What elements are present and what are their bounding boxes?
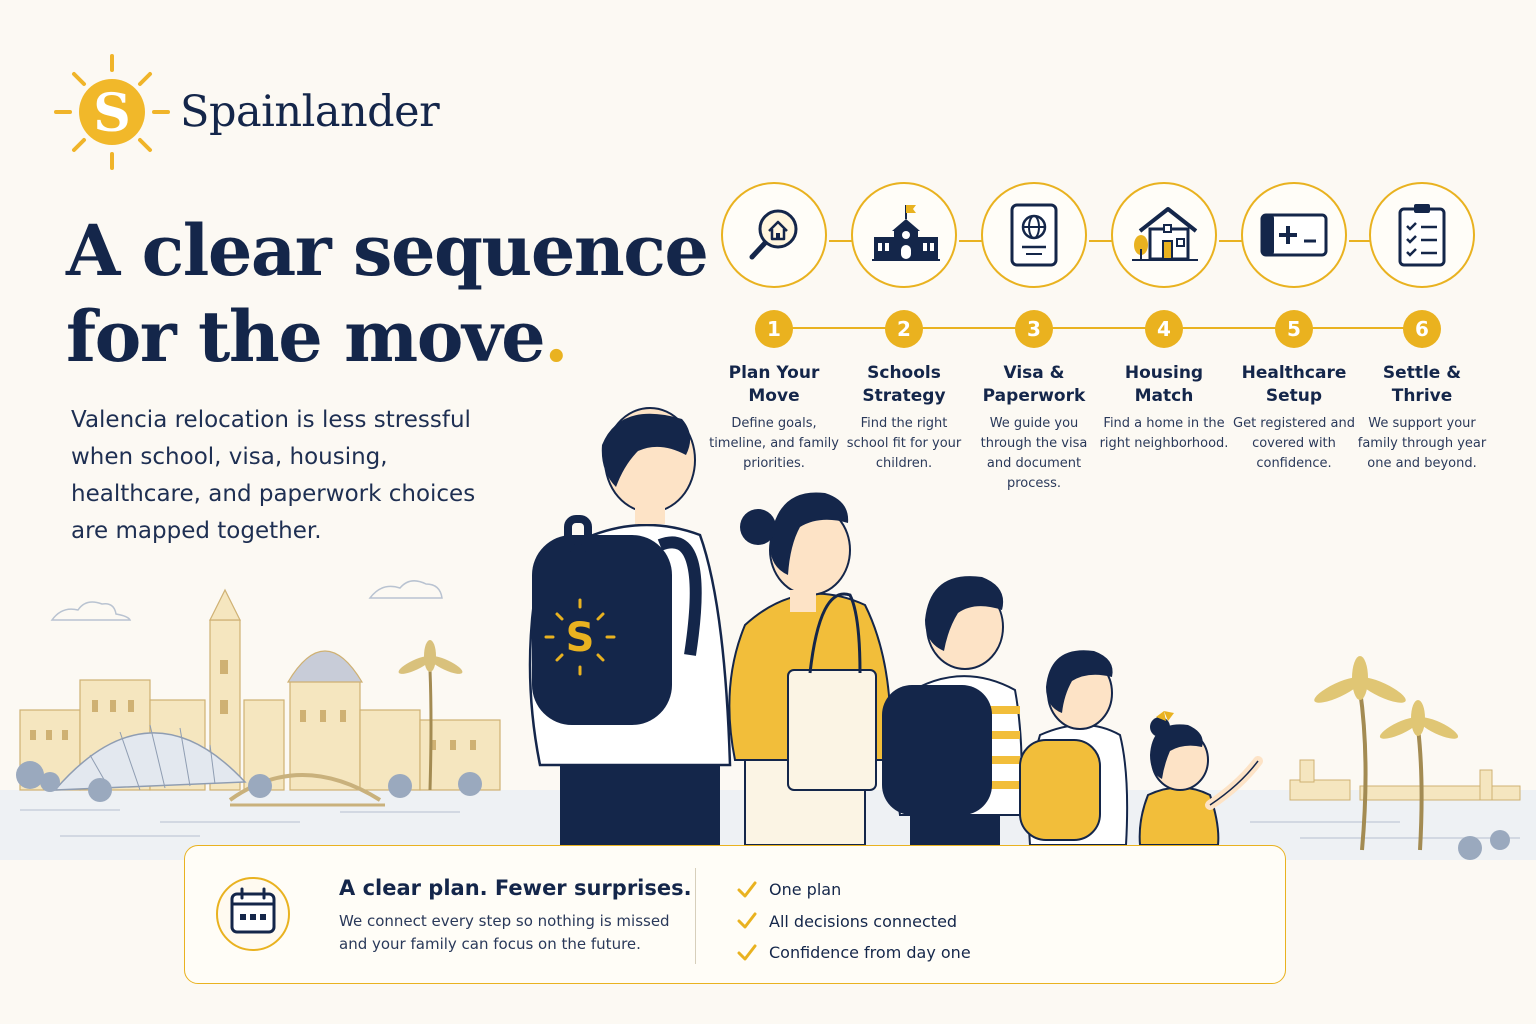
step-6-icon-circle	[1369, 182, 1475, 288]
list-item-text: One plan	[769, 880, 842, 900]
icon-connector	[1219, 240, 1247, 242]
check-icon	[737, 944, 757, 961]
home-icon	[1132, 207, 1198, 261]
sun-logo-icon: S	[54, 54, 170, 170]
headline-line-2-text: for the move	[66, 295, 546, 378]
step-2-title: Schools Strategy	[862, 363, 946, 406]
step-1-desc: Define goals, timeline, and family prior…	[709, 416, 839, 471]
step-4: 4 Housing Match Find a home in the right…	[1099, 180, 1229, 454]
icon-connector	[1089, 240, 1117, 242]
check-icon	[737, 912, 757, 929]
brand-logo: S Spainlander	[54, 52, 440, 172]
step-3-title: Visa & Paperwork	[982, 363, 1086, 406]
summary-card: A clear plan. Fewer surprises. We connec…	[184, 845, 1286, 984]
step-2-desc: Find the right school fit for your child…	[846, 416, 962, 471]
list-item: One plan	[737, 874, 971, 906]
mother-figure	[728, 492, 892, 846]
family-illustration: S	[528, 407, 1263, 846]
number-connector	[774, 327, 1422, 329]
card-divider	[695, 868, 696, 964]
card-checklist: One plan All decisions connected Confide…	[737, 874, 971, 969]
backpack-logo-letter: S	[566, 615, 595, 661]
list-item: All decisions connected	[737, 906, 971, 938]
page-headline: A clear sequence for the move.	[66, 208, 709, 380]
headline-line-1: A clear sequence	[66, 209, 709, 292]
step-5-desc: Get registered and covered with confiden…	[1233, 416, 1355, 471]
father-figure: S	[528, 407, 732, 845]
older-boy-figure	[882, 576, 1023, 845]
step-6-title: Settle & Thrive	[1382, 363, 1462, 406]
younger-boy-figure	[1019, 650, 1129, 846]
step-3: 3 Visa & Paperwork We guide you through …	[969, 180, 1099, 494]
step-6-desc: We support your family through year one …	[1357, 416, 1487, 471]
step-5: 5 Healthcare Setup Get registered and co…	[1229, 180, 1359, 474]
icon-connector	[1349, 240, 1375, 242]
calendar-icon	[216, 877, 290, 951]
step-1-number: 1	[755, 310, 793, 348]
steps-timeline: 1 Plan Your Move Define goals, timeline,…	[709, 180, 1492, 500]
step-3-icon-circle	[981, 182, 1087, 288]
step-4-title: Housing Match	[1124, 363, 1204, 406]
passport-icon	[1010, 203, 1058, 267]
intro-text: Valencia relocation is less stressful wh…	[71, 407, 476, 544]
step-5-title: Healthcare Setup	[1241, 363, 1347, 406]
icon-connector	[829, 240, 857, 242]
brand-name: Spainlander	[180, 87, 440, 137]
icon-connector	[959, 240, 987, 242]
step-4-number: 4	[1145, 310, 1183, 348]
step-1: 1 Plan Your Move Define goals, timeline,…	[709, 180, 839, 474]
step-3-desc: We guide you through the visa and docume…	[980, 416, 1088, 491]
headline-line-2: for the move.	[66, 294, 707, 380]
step-2-number: 2	[885, 310, 923, 348]
health-card-icon	[1260, 213, 1328, 257]
step-4-desc: Find a home in the right neighborhood.	[1099, 416, 1229, 451]
step-1-icon-circle	[721, 182, 827, 288]
step-4-icon-circle	[1111, 182, 1217, 288]
checklist-icon	[1398, 204, 1446, 267]
school-icon	[872, 205, 940, 261]
list-item-text: All decisions connected	[769, 911, 958, 931]
step-5-number: 5	[1275, 310, 1313, 348]
logo-letter: S	[93, 83, 131, 144]
check-icon	[737, 881, 757, 898]
list-item-text: Confidence from day one	[769, 943, 971, 963]
step-1-title: Plan Your Move	[728, 363, 820, 406]
step-6: 6 Settle & Thrive We support your family…	[1357, 180, 1487, 474]
list-item: Confidence from day one	[737, 937, 971, 969]
card-title: A clear plan. Fewer surprises.	[339, 876, 692, 900]
step-5-icon-circle	[1241, 182, 1347, 288]
house-search-icon	[749, 209, 798, 260]
girl-figure	[1138, 711, 1263, 846]
step-3-number: 3	[1015, 310, 1053, 348]
headline-dot: .	[544, 295, 568, 378]
step-2-icon-circle	[851, 182, 957, 288]
card-text: We connect every step so nothing is miss…	[339, 912, 670, 953]
step-2: 2 Schools Strategy Find the right school…	[839, 180, 969, 474]
step-6-number: 6	[1403, 310, 1441, 348]
